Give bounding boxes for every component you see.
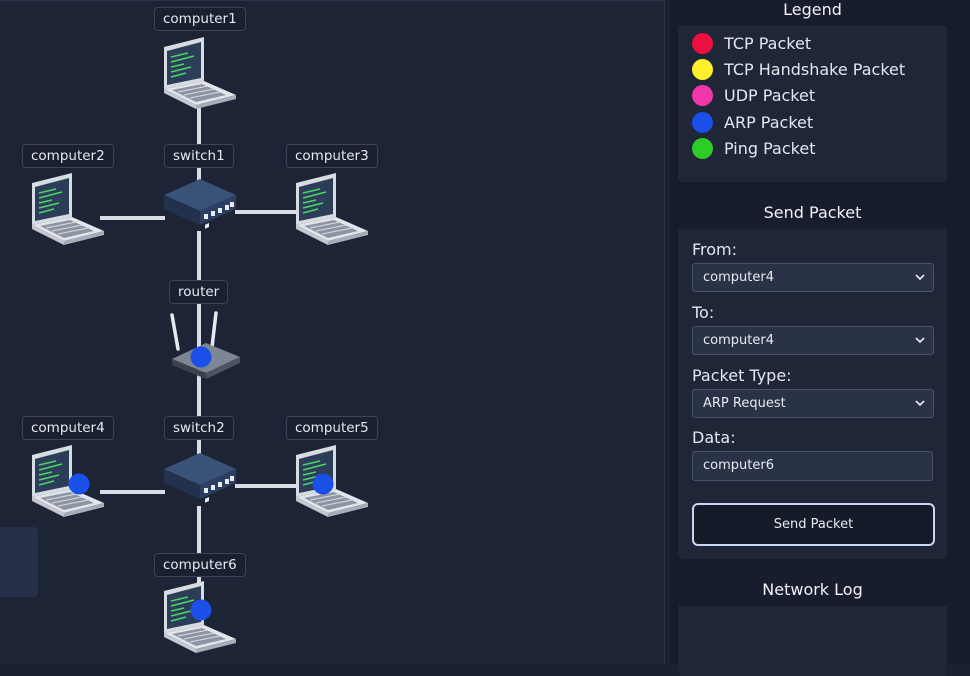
switch-icon[interactable]: [164, 179, 236, 229]
node-label-switch1: switch1: [164, 144, 234, 168]
legend-label: TCP Handshake Packet: [724, 59, 906, 79]
packet-router: [190, 346, 212, 368]
legend-item: ARP Packet: [678, 109, 947, 135]
tcp-handshake-packet-dot: [692, 58, 713, 80]
side-panel: Legend TCP Packet TCP Handshake Packet U…: [670, 0, 970, 676]
send-packet-title: Send Packet: [678, 199, 947, 229]
legend-item: TCP Handshake Packet: [678, 56, 947, 82]
legend-list: TCP Packet TCP Handshake Packet UDP Pack…: [678, 26, 947, 161]
from-label: From:: [692, 240, 738, 259]
arp-packet-dot: [692, 111, 713, 133]
node-label-computer1: computer1: [154, 7, 246, 31]
ping-packet-dot: [692, 137, 713, 159]
packet-computer4: [68, 473, 90, 495]
data-input[interactable]: computer6: [692, 451, 933, 481]
node-label-computer2: computer2: [22, 144, 114, 168]
chevron-down-icon: [915, 274, 925, 281]
packet-type-label: Packet Type:: [692, 366, 792, 385]
legend-label: Ping Packet: [724, 138, 816, 158]
legend-item: Ping Packet: [678, 135, 947, 161]
packet-type-value: ARP Request: [703, 396, 786, 411]
legend-label: TCP Packet: [724, 33, 812, 53]
data-label: Data:: [692, 428, 736, 447]
node-label-computer5: computer5: [286, 416, 378, 440]
send-packet-panel: Send Packet From: computer4 To: computer…: [678, 199, 947, 559]
legend-label: UDP Packet: [724, 86, 816, 106]
topology-diagram: [31, 36, 369, 654]
laptop-icon[interactable]: [31, 172, 105, 246]
packet-computer5: [312, 473, 334, 495]
laptop-icon[interactable]: [163, 36, 237, 110]
router-icon[interactable]: [170, 311, 242, 381]
node-label-router: router: [169, 280, 229, 304]
network-log-title: Network Log: [678, 576, 947, 606]
network-log-panel: Network Log: [678, 576, 947, 676]
to-select-value: computer4: [703, 333, 774, 348]
from-select-value: computer4: [703, 270, 774, 285]
udp-packet-dot: [692, 85, 713, 107]
legend-item: UDP Packet: [678, 83, 947, 109]
chevron-down-icon: [915, 337, 925, 344]
legend-panel: Legend TCP Packet TCP Handshake Packet U…: [678, 0, 947, 182]
legend-item: TCP Packet: [678, 30, 947, 56]
node-label-computer3: computer3: [286, 144, 378, 168]
node-label-computer6: computer6: [154, 553, 246, 577]
to-select[interactable]: computer4: [692, 326, 934, 355]
packet-type-select[interactable]: ARP Request: [692, 389, 934, 418]
laptop-icon[interactable]: [295, 172, 369, 246]
node-label-switch2: switch2: [164, 416, 234, 440]
to-label: To:: [692, 303, 715, 322]
node-label-computer4: computer4: [22, 416, 114, 440]
network-log-content[interactable]: [678, 606, 947, 666]
switch-icon[interactable]: [164, 453, 236, 503]
packets: [68, 346, 334, 621]
chevron-down-icon: [915, 400, 925, 407]
tcp-packet-dot: [692, 32, 713, 54]
send-packet-button[interactable]: Send Packet: [692, 503, 935, 546]
from-select[interactable]: computer4: [692, 263, 934, 292]
packet-computer6: [190, 599, 212, 621]
legend-label: ARP Packet: [724, 112, 814, 132]
laptop-icon[interactable]: [31, 444, 105, 518]
network-canvas[interactable]: computer1 switch1 computer2 computer3 ro…: [0, 0, 665, 664]
side-panel-tab[interactable]: [0, 527, 38, 597]
legend-title: Legend: [678, 0, 947, 26]
